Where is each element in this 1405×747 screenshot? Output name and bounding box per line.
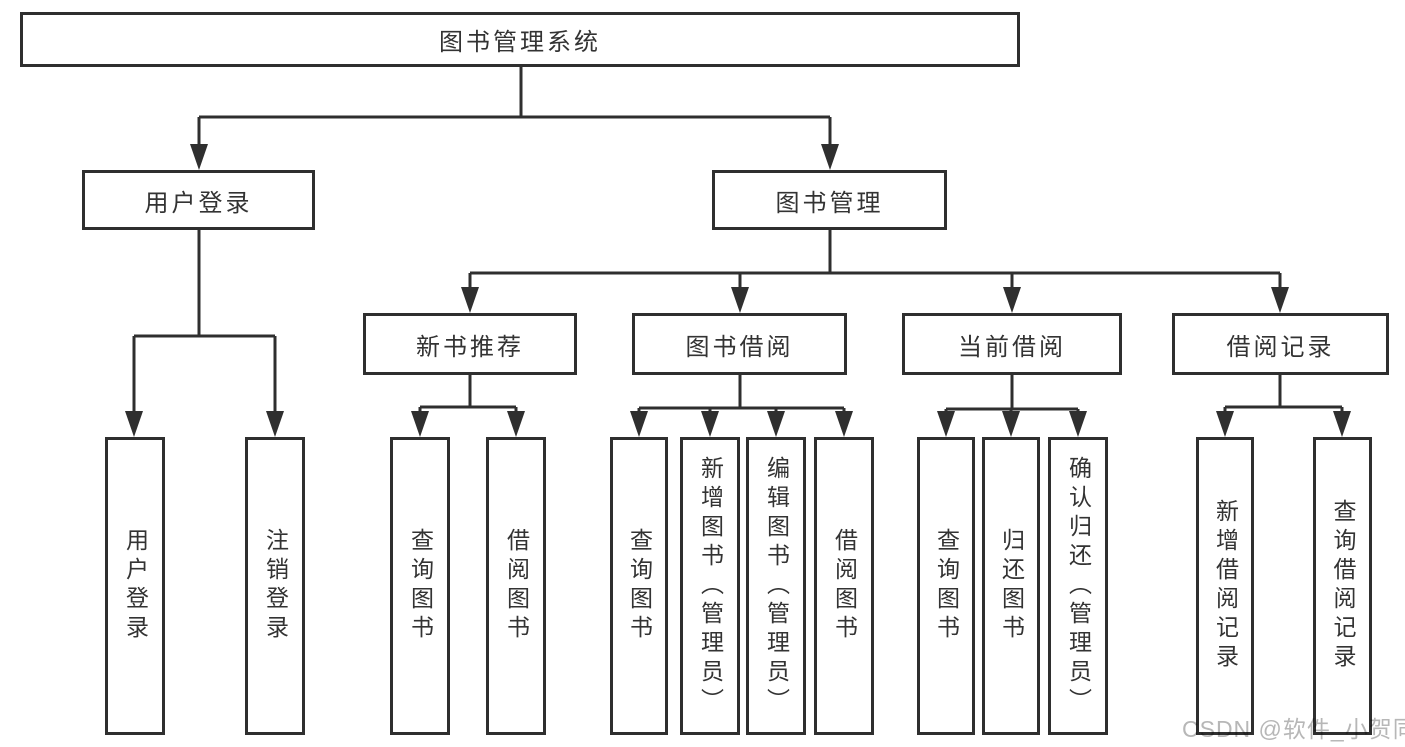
node-borrow-records: 借阅记录 xyxy=(1172,313,1389,375)
leaf-query-books-current: 查询图书 xyxy=(917,437,975,735)
leaf-user-login: 用户登录 xyxy=(105,437,165,735)
node-root-system: 图书管理系统 xyxy=(20,12,1020,67)
node-user-login: 用户登录 xyxy=(82,170,315,230)
leaf-edit-books-admin: 编辑图书（管理员） xyxy=(746,437,806,735)
leaf-add-books-admin: 新增图书（管理员） xyxy=(680,437,740,735)
node-book-management: 图书管理 xyxy=(712,170,947,230)
leaf-confirm-return-admin: 确认归还（管理员） xyxy=(1048,437,1108,735)
leaf-borrow-books-recommend: 借阅图书 xyxy=(486,437,546,735)
leaf-logout: 注销登录 xyxy=(245,437,305,735)
leaf-query-books-recommend: 查询图书 xyxy=(390,437,450,735)
leaf-add-borrow-record: 新增借阅记录 xyxy=(1196,437,1254,735)
node-book-borrow: 图书借阅 xyxy=(632,313,847,375)
leaf-query-books-borrow: 查询图书 xyxy=(610,437,668,735)
leaf-borrow-books: 借阅图书 xyxy=(814,437,874,735)
node-new-book-recommend: 新书推荐 xyxy=(363,313,577,375)
leaf-return-books: 归还图书 xyxy=(982,437,1040,735)
csdn-watermark: CSDN @软件_小贺同学 xyxy=(1182,716,1405,742)
leaf-query-borrow-record: 查询借阅记录 xyxy=(1313,437,1372,735)
node-current-borrow: 当前借阅 xyxy=(902,313,1122,375)
